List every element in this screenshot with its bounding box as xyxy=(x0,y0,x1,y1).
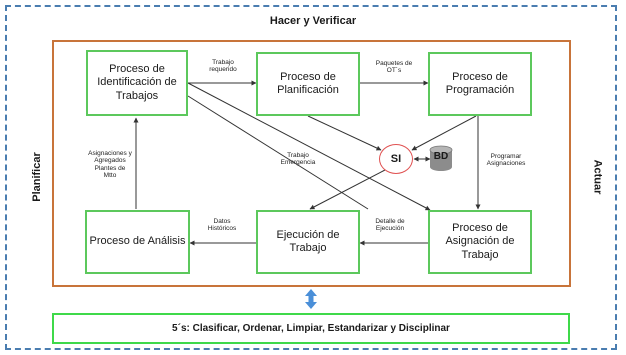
label-programar-asignaciones: Programar Asignaciones xyxy=(486,153,526,168)
database-icon xyxy=(429,145,453,171)
arrow-identificacion-bypass xyxy=(187,95,369,210)
label-trabajo-requerido: Trabajo requerido xyxy=(209,59,237,74)
arrow-planificacion-si xyxy=(307,115,382,151)
arrow-programacion-si xyxy=(411,115,477,151)
outer-dashed-frame xyxy=(5,5,617,350)
arrow-si-ejecucion xyxy=(309,169,386,210)
box-analisis: Proceso de Análisis xyxy=(85,210,190,274)
label-detalle-ejecucion: Detalle de Ejecución xyxy=(375,218,405,233)
label-paquetes-ot: Paquetes de OT´s xyxy=(375,60,413,75)
process-core-frame xyxy=(52,40,571,287)
box-asignacion: Proceso de Asignación de Trabajo xyxy=(428,210,532,274)
label-trabajo-emergencia: Trabajo Emergencia xyxy=(280,152,316,167)
si-node: SI xyxy=(379,144,413,174)
box-planificacion: Proceso de Planificación xyxy=(256,52,360,116)
bd-label: BD xyxy=(433,151,449,162)
box-identificacion: Proceso de Identificación de Trabajos xyxy=(86,50,188,116)
label-asignaciones-agregados: Asignaciones y Agregados Plantes de Mtto xyxy=(88,150,132,180)
box-ejecucion: Ejecución de Trabajo xyxy=(256,210,360,274)
arrow-identificacion-asignacion xyxy=(187,82,431,211)
updown-arrow-icon xyxy=(305,289,317,309)
box-programacion: Proceso de Programación xyxy=(428,52,532,116)
bottom-5s-bar: 5´s: Clasificar, Ordenar, Limpiar, Estan… xyxy=(52,313,570,344)
label-hacer-verificar: Hacer y Verificar xyxy=(269,15,357,27)
label-datos-historicos: Datos Históricos xyxy=(207,218,237,233)
